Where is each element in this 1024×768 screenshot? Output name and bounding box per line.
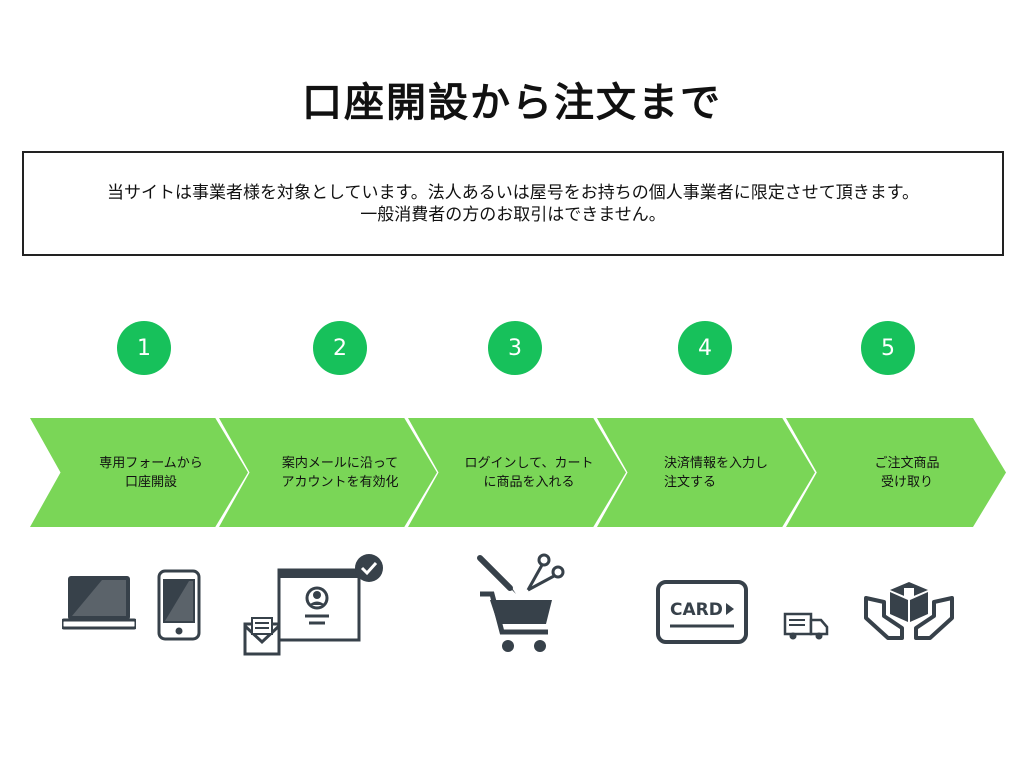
smartphone-icon bbox=[157, 569, 201, 641]
page-title: 口座開設から注文まで bbox=[302, 80, 722, 126]
card-text: CARD bbox=[670, 600, 723, 620]
step-4-label-line1: 決済情報を入力し bbox=[663, 455, 768, 471]
step-1-number: 1 bbox=[117, 321, 171, 375]
step-4-arrow: 決済情報を入力し 注文する bbox=[597, 418, 815, 527]
account-activation-icon bbox=[243, 554, 383, 656]
step-5-number: 5 bbox=[861, 321, 915, 375]
notice-line-2: 一般消費者の方のお取引はできません。 bbox=[360, 204, 666, 225]
step-2-label-line2: アカウントを有効化 bbox=[281, 474, 399, 490]
step-2-number: 2 bbox=[313, 321, 367, 375]
step-2-label-line1: 案内メールに沿って bbox=[281, 455, 399, 471]
step-3-label: ログインして、カート に商品を入れる bbox=[465, 454, 594, 492]
package-receive-icon bbox=[864, 582, 954, 640]
notice-box: 当サイトは事業者様を対象としています。法人あるいは屋号をお持ちの個人事業者に限定… bbox=[22, 151, 1004, 256]
step-3-arrow: ログインして、カート に商品を入れる bbox=[408, 418, 626, 527]
step-1-label-line2: 口座開設 bbox=[124, 474, 177, 490]
step-3-number: 3 bbox=[488, 321, 542, 375]
shopping-cart-icon bbox=[477, 553, 565, 652]
step-1-label-line1: 専用フォームから bbox=[99, 455, 203, 471]
laptop-icon bbox=[62, 576, 136, 630]
step-1-arrow: 専用フォームから 口座開設 bbox=[30, 418, 248, 527]
step-2-label: 案内メールに沿って アカウントを有効化 bbox=[281, 454, 398, 492]
step-5-label-line2: 受け取り bbox=[880, 474, 933, 490]
step-1-label: 専用フォームから 口座開設 bbox=[99, 454, 203, 492]
step-5-label-line1: ご注文商品 bbox=[874, 455, 940, 471]
step-5-label: ご注文商品 受け取り bbox=[874, 454, 939, 492]
credit-card-icon: CARD bbox=[656, 580, 748, 644]
step-3-label-line2: に商品を入れる bbox=[483, 474, 575, 490]
step-4-label: 決済情報を入力し 注文する bbox=[664, 454, 768, 492]
step-4-number: 4 bbox=[678, 321, 732, 375]
notice-line-1: 当サイトは事業者様を対象としています。法人あるいは屋号をお持ちの個人事業者に限定… bbox=[106, 182, 920, 203]
step-2-arrow: 案内メールに沿って アカウントを有効化 bbox=[219, 418, 437, 527]
step-5-arrow: ご注文商品 受け取り bbox=[786, 418, 1006, 527]
delivery-truck-icon bbox=[783, 612, 829, 640]
step-4-label-line2: 注文する bbox=[663, 474, 716, 490]
step-3-label-line1: ログインして、カート bbox=[464, 455, 594, 471]
